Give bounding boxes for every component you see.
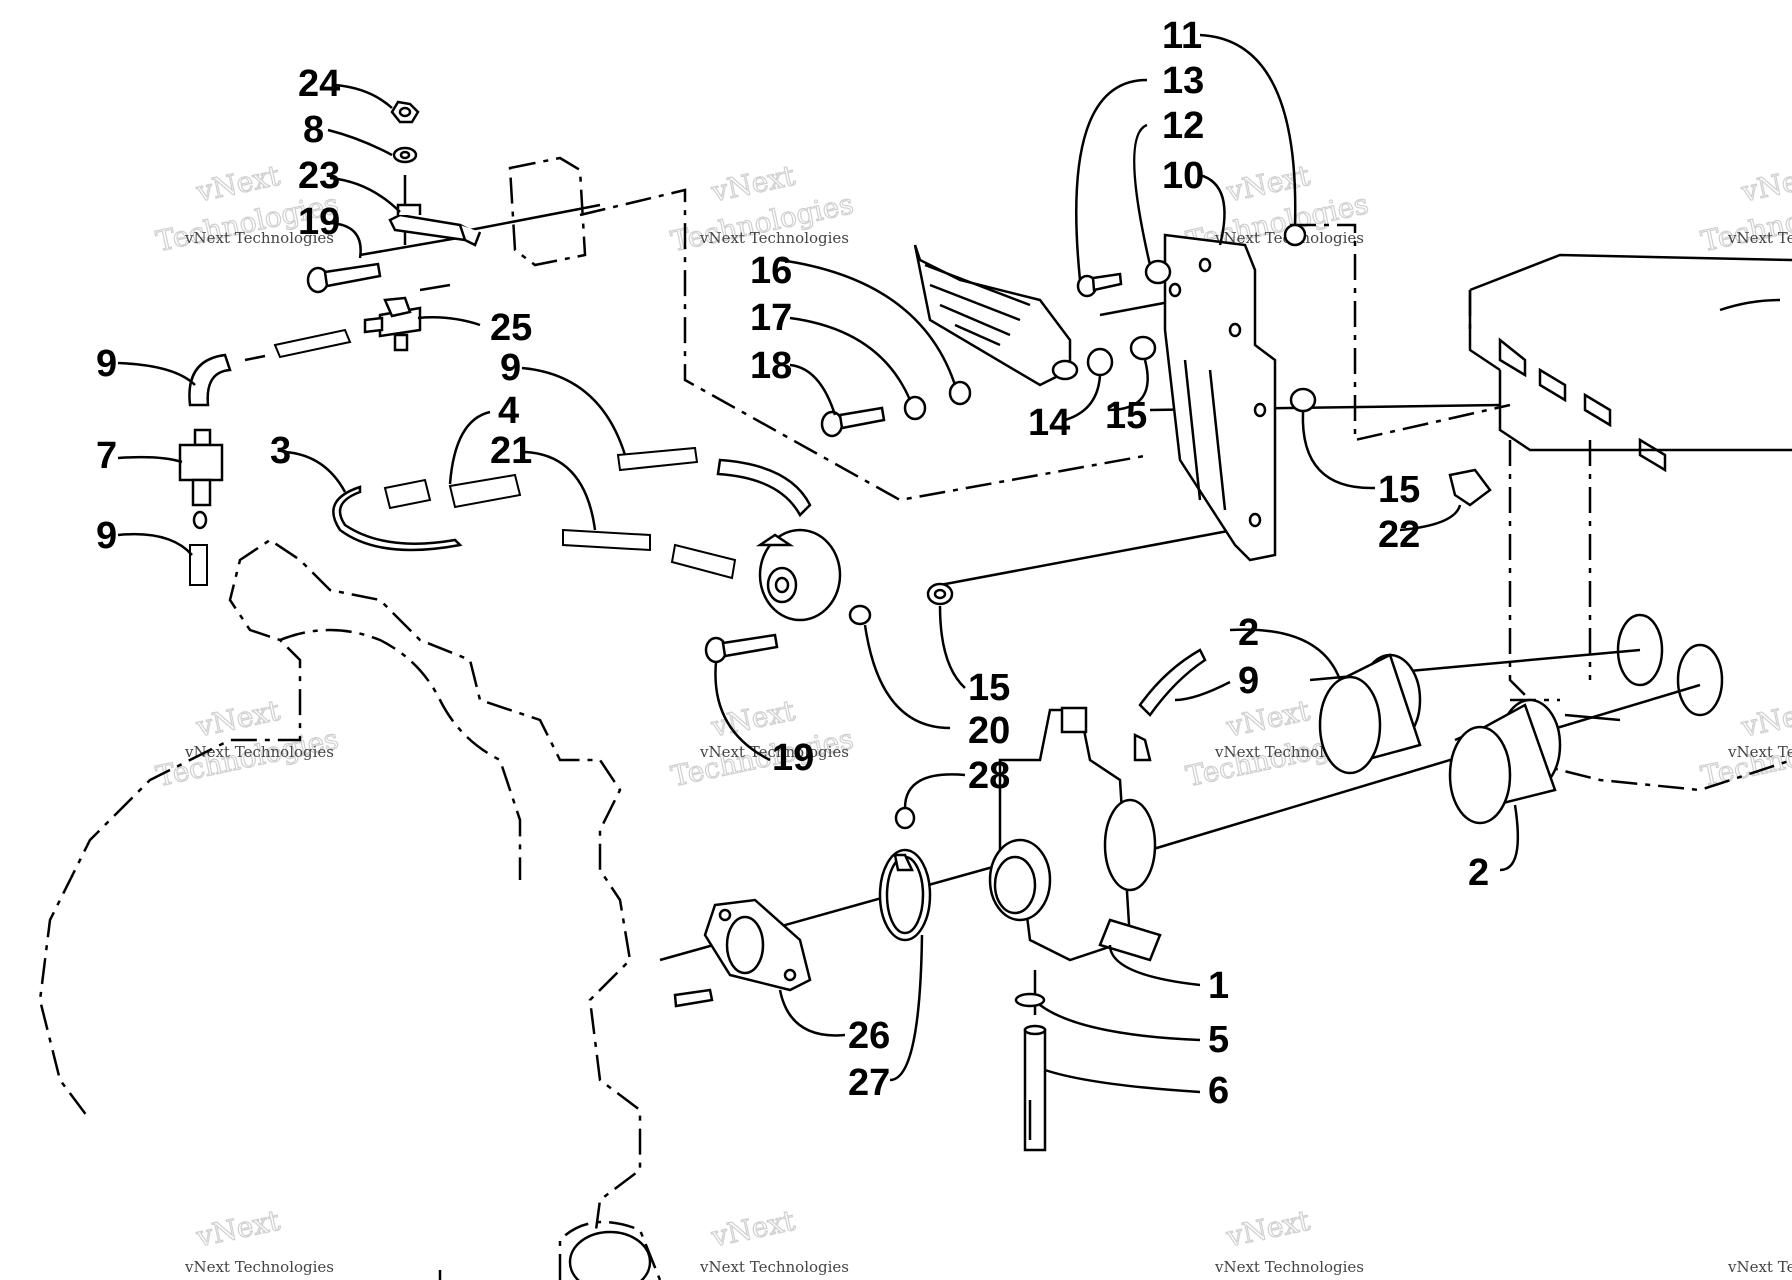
callout-9: 9 <box>500 347 521 389</box>
watermark-text: vNext Technologies <box>699 1258 849 1276</box>
svg-text:vNext: vNext <box>193 1204 284 1254</box>
watermark-text: vNext Technologies <box>1727 1258 1792 1276</box>
callout-14: 14 <box>1028 402 1070 444</box>
callout-19: 19 <box>772 737 814 779</box>
carburetor <box>988 648 1207 962</box>
watermark-text: vNext Technologies <box>184 743 334 761</box>
watermark-text: vNext Technologies <box>699 743 849 761</box>
fuel-filter <box>178 428 224 530</box>
fuel-hose-middle <box>562 446 812 580</box>
callout-12: 12 <box>1162 105 1204 147</box>
fuel-shutoff-mount <box>388 100 482 247</box>
callout-16: 16 <box>750 250 792 292</box>
spacer-14 <box>1086 347 1114 377</box>
watermark: vNext <box>1222 1203 1314 1254</box>
washer-17 <box>903 395 927 421</box>
watermark-text: vNext Technologies <box>1214 1258 1364 1276</box>
grommet-11 <box>1283 223 1307 247</box>
watermark: vNext <box>192 1203 284 1254</box>
watermarks: vNext Technologies vNext Technologies vN… <box>153 158 1792 1276</box>
engine-phantom-outline <box>38 538 662 1280</box>
watermark-text: vNext Technologies <box>184 1258 334 1276</box>
svg-text:vNext: vNext <box>1738 694 1792 744</box>
callout-3: 3 <box>270 430 291 472</box>
callout-22: 22 <box>1378 514 1420 556</box>
callout-labels: 24 8 23 19 25 9 7 9 3 4 21 9 11 13 12 10… <box>96 15 1489 1112</box>
cap-28 <box>894 806 916 830</box>
assembly-lines <box>244 175 1701 1015</box>
leader-lines <box>117 33 1520 1094</box>
callout-15: 15 <box>1105 395 1147 437</box>
callout-2: 2 <box>1468 852 1489 894</box>
callout-19: 19 <box>298 201 340 243</box>
callout-1: 1 <box>1208 965 1229 1007</box>
callout-25: 25 <box>490 307 532 349</box>
fuel-pump <box>755 528 872 626</box>
callout-21: 21 <box>490 430 532 472</box>
callout-11: 11 <box>1162 15 1202 57</box>
watermark: vNext <box>707 1203 799 1254</box>
intake-boot-upper <box>1318 653 1422 775</box>
watermark-text: vNext Technologies <box>1727 229 1792 247</box>
cdi-component <box>913 244 1079 387</box>
callout-15: 15 <box>1378 469 1420 511</box>
spring-clip <box>332 485 463 552</box>
callout-9: 9 <box>1238 660 1259 702</box>
fuel-valve <box>363 296 422 352</box>
callout-5: 5 <box>1208 1019 1229 1061</box>
watermark: vNext Technologies <box>668 693 857 794</box>
intake-boot-lower <box>1448 698 1562 825</box>
washer-12 <box>1144 259 1172 285</box>
svg-text:vNext: vNext <box>1738 159 1792 209</box>
screw-19-lower <box>704 633 779 664</box>
spacer-15-lower <box>926 582 954 606</box>
fuel-hose-upper <box>188 328 352 407</box>
hose-clamp <box>878 848 932 942</box>
callout-9: 9 <box>96 515 117 557</box>
callout-2: 2 <box>1238 612 1259 654</box>
callout-20: 20 <box>968 710 1010 752</box>
watermark-text: vNext Technologies <box>184 229 334 247</box>
callout-24: 24 <box>298 63 340 105</box>
callout-6: 6 <box>1208 1070 1229 1112</box>
callout-27: 27 <box>848 1062 890 1104</box>
callout-28: 28 <box>968 755 1010 797</box>
screw-13 <box>1076 272 1123 298</box>
callout-13: 13 <box>1162 60 1204 102</box>
callout-17: 17 <box>750 297 792 339</box>
washer-16 <box>948 380 972 406</box>
callout-8: 8 <box>303 109 324 151</box>
callout-4: 4 <box>498 390 519 432</box>
screw-19-top <box>306 262 382 294</box>
clip-22 <box>1448 468 1492 507</box>
svg-text:vNext: vNext <box>708 1204 799 1254</box>
mounting-plate <box>1163 233 1277 562</box>
callout-26: 26 <box>848 1015 890 1057</box>
callout-7: 7 <box>96 435 117 477</box>
watermark: vNext Technologies <box>153 693 342 794</box>
watermark-text: vNext Technologies <box>1727 743 1792 761</box>
spacer-15-upper <box>1129 335 1157 361</box>
watermark-text: vNext Technologies <box>699 229 849 247</box>
callout-9: 9 <box>96 343 117 385</box>
hose-short <box>189 544 208 586</box>
callout-23: 23 <box>298 155 340 197</box>
callout-15: 15 <box>968 667 1010 709</box>
drain-fitting <box>1014 992 1047 1152</box>
svg-text:vNext: vNext <box>1223 1204 1314 1254</box>
springs <box>383 473 522 510</box>
spacer-15-right <box>1289 387 1317 413</box>
callout-10: 10 <box>1162 155 1204 197</box>
intake-flange <box>673 898 812 1008</box>
callout-18: 18 <box>750 345 792 387</box>
phantom-block <box>508 156 587 267</box>
screw-18 <box>820 406 886 438</box>
